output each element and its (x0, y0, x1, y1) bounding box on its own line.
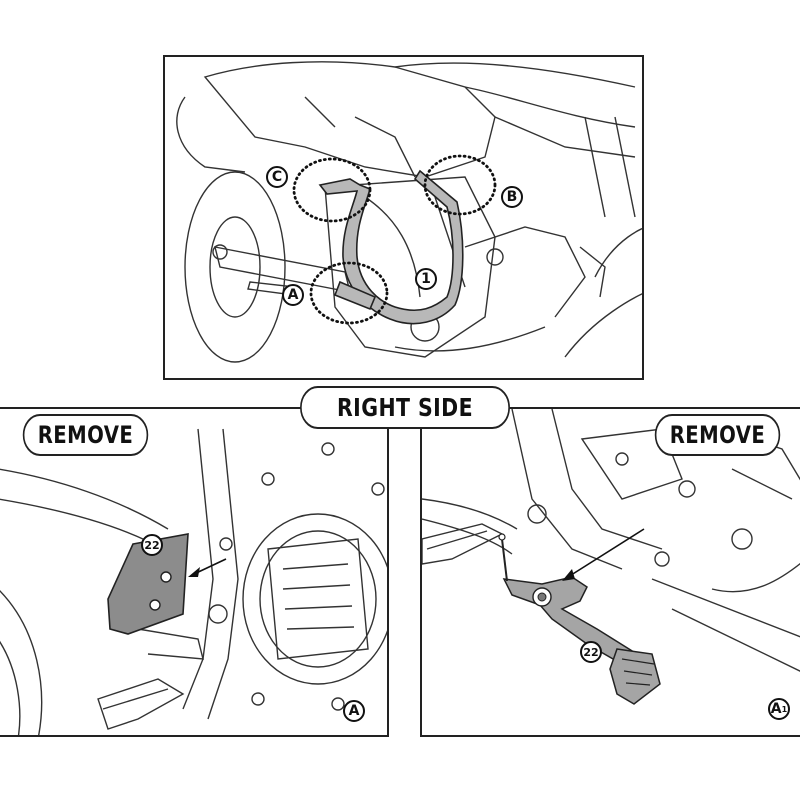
callout-part-1: 1 (415, 268, 437, 290)
view-marker-subscript: 1 (781, 704, 788, 714)
callout-c: C (266, 166, 288, 188)
view-marker-letter: A (770, 701, 782, 717)
callout-part-22-pedal: 22 (580, 641, 602, 663)
callout-a: A (282, 284, 304, 306)
remove-label-left: REMOVE (22, 414, 149, 456)
callout-part-22: 22 (141, 534, 163, 556)
view-marker-a: A (343, 700, 365, 722)
detail-a-drawing (0, 428, 387, 735)
callout-b: B (501, 186, 523, 208)
remove-label-right: REMOVE (654, 414, 781, 456)
detail-panel-a: 22 A (0, 407, 389, 737)
page-title: RIGHT SIDE (300, 386, 510, 429)
motorcycle-overview-drawing (176, 61, 642, 363)
detail-a1-drawing (422, 409, 800, 705)
top-overview-panel: C B A 1 (163, 55, 644, 380)
